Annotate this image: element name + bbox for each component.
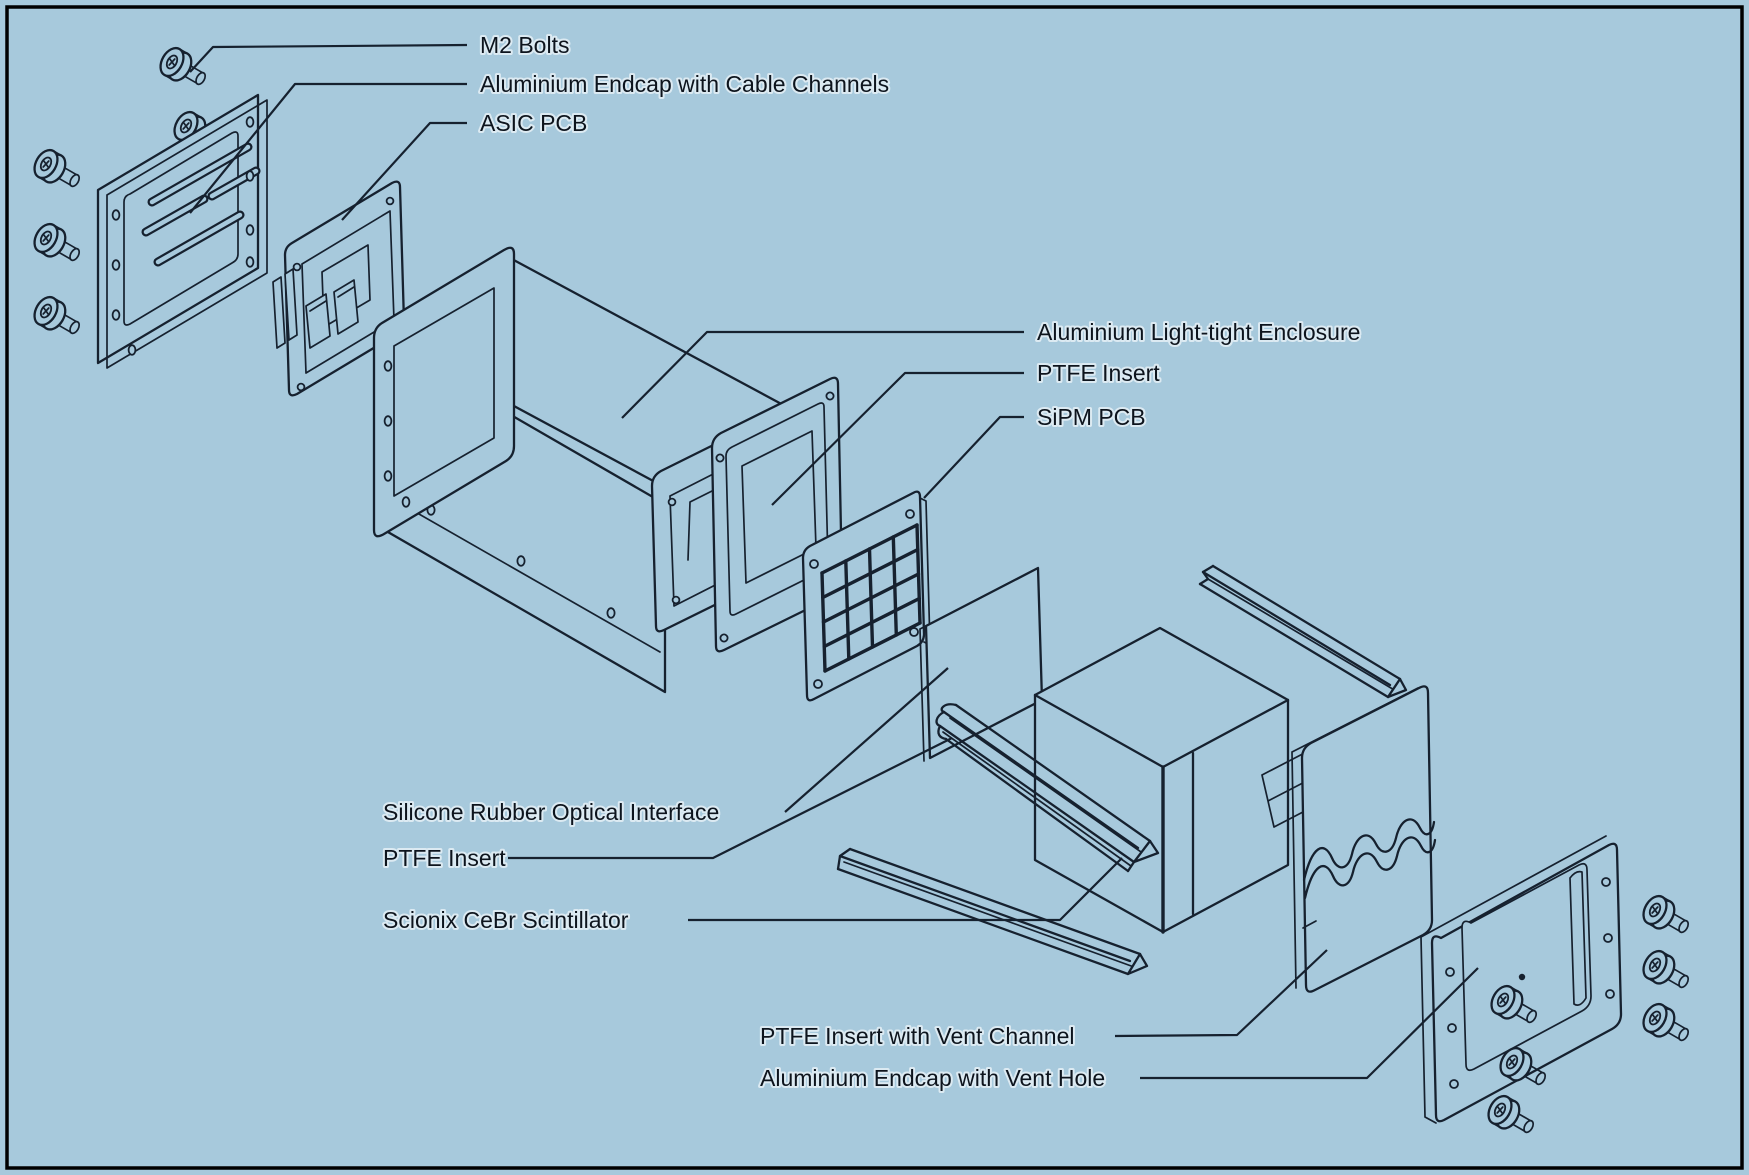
sipm-pcb-drawing — [801, 490, 931, 702]
label-endcap-cable: Aluminium Endcap with Cable Channels — [480, 71, 889, 97]
label-sipm-pcb: SiPM PCB — [1037, 404, 1146, 430]
label-ptfe-insert-mid: PTFE Insert — [383, 845, 506, 871]
label-silicone: Silicone Rubber Optical Interface — [383, 799, 719, 825]
leader-endcap-cable — [189, 82, 467, 214]
ptfe-angle-bar-middle — [935, 703, 1160, 873]
label-scintillator: Scionix CeBr Scintillator — [383, 907, 629, 933]
label-ptfe-insert-top: PTFE Insert — [1037, 360, 1160, 386]
scintillator-cube-drawing — [1033, 626, 1290, 934]
drawing-border — [5, 5, 1744, 1170]
leader-sipm-pcb — [923, 415, 1024, 499]
asic-pcb-drawing — [272, 180, 406, 397]
leader-scintillator — [688, 857, 1123, 922]
endcap-cable-channels-drawing — [96, 93, 268, 369]
ptfe-angle-bar-bottom — [836, 847, 1149, 976]
endcap-vent-hole-drawing — [1420, 835, 1623, 1124]
leader-ptfe-vent — [1114, 949, 1328, 1038]
ptfe-angle-bar-top — [1198, 564, 1408, 699]
leader-enclosure — [621, 330, 1024, 419]
callout-labels: M2 Bolts Aluminium Endcap with Cable Cha… — [381, 30, 1362, 1093]
leader-ptfe-insert-top — [771, 371, 1024, 506]
leader-ptfe-insert-mid — [508, 737, 953, 860]
leader-silicone — [784, 667, 949, 813]
label-ptfe-vent: PTFE Insert with Vent Channel — [760, 1023, 1075, 1049]
callout-leader-lines — [189, 43, 1479, 1080]
label-m2-bolts: M2 Bolts — [480, 32, 569, 58]
leader-m2-bolts — [189, 43, 468, 73]
label-endcap-vent: Aluminium Endcap with Vent Hole — [760, 1065, 1105, 1091]
leader-endcap-vent — [1140, 967, 1479, 1080]
label-asic-pcb: ASIC PCB — [480, 110, 587, 136]
label-enclosure: Aluminium Light-tight Enclosure — [1037, 319, 1360, 345]
leader-asic-pcb — [341, 121, 467, 221]
ptfe-vent-channel-plate-drawing — [1291, 685, 1437, 993]
sipm-grid — [820, 523, 922, 673]
